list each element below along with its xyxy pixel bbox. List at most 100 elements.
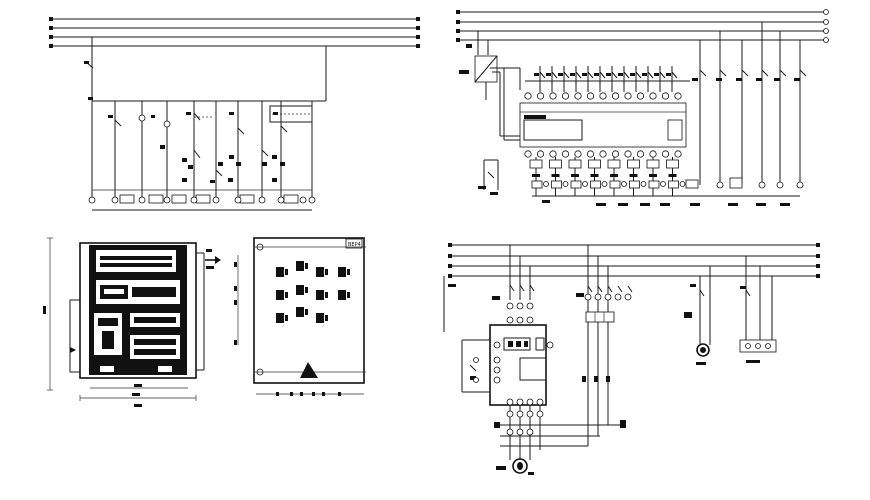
plc-output-terminal [661,150,670,158]
door-device-label [285,269,288,275]
plc-input-terminal [524,92,532,100]
control-branch-7 [258,101,269,204]
door-device [276,313,284,323]
door-device-label [305,287,308,293]
output-relay-coil [646,159,660,169]
vfd-unit [461,324,554,406]
warning-triangle-icon [300,362,318,378]
door-device-label [347,269,350,275]
door-device [296,261,304,271]
control-branch-2 [138,101,164,204]
output-relay-tag [571,174,579,177]
input-switch-tag [666,73,671,76]
arrow-right-icon [205,249,221,269]
input-switch-contact [575,71,582,79]
plc-output-terminal [636,150,645,158]
plc-input-terminal [574,92,582,100]
output-relay-contact [668,180,679,189]
din-rail-2 [96,280,180,304]
output-relay-coil [588,159,601,169]
input-switch-tag [582,73,587,76]
cabinet-door-view: BEP4 [234,237,366,396]
input-switch-tag [654,73,659,76]
plc-input-terminal [624,92,632,100]
output-relay-tag [629,174,638,177]
input-switch-tag [606,73,611,76]
input-switch-contact [671,71,678,79]
plc-output-terminal [611,150,620,158]
plc-output-terminal [674,150,682,158]
plc-input-terminal [611,92,620,100]
output-relay-contact [590,180,601,189]
input-switch-contact [659,71,666,79]
output-terminal [679,181,686,187]
input-switch-contact [551,71,558,79]
selector-switch [478,159,499,195]
plc-input-terminal [674,92,682,100]
output-relay-tag [668,174,677,177]
door-device [316,267,324,277]
control-branch-1 [88,101,312,204]
plc-output-branches [532,22,807,206]
output-relay-coil [627,159,640,169]
input-switch-tag [642,73,647,76]
output-relay-coil [549,159,562,169]
output-relay-tag [532,174,540,177]
plc-input-terminal [561,92,570,100]
output-relay-contact [531,180,543,189]
control-bus-bars [49,17,420,48]
input-switch-tag [594,73,599,76]
input-switch-contact [635,71,642,79]
input-switch-contact [611,71,618,79]
input-switch-contact [587,71,594,79]
plc-input-switches [534,66,678,92]
door-device-label [325,315,328,321]
input-switch-tag [618,73,623,76]
door-device [276,290,284,300]
plc-output-terminal [649,150,657,158]
input-switch-contact [647,71,654,79]
cabinet-front-view [43,237,221,407]
output-terminal [601,181,608,187]
input-switch-contact [599,71,606,79]
door-device-label [325,292,328,298]
output-terminal [621,181,627,187]
plc-input-terminal [636,92,645,100]
plc-output-relays [529,157,686,196]
control-branch-8 [269,101,316,204]
input-switch-contact [539,71,546,79]
plc-output-terminal [561,150,570,158]
indicator-branches [684,256,777,365]
output-relay-tag [590,174,599,177]
output-relay-tag [551,174,560,177]
motor-icon [512,458,528,474]
vfd-power-schematic [443,243,820,475]
plc-unit [519,102,687,148]
input-switch-tag [534,73,539,76]
plc-output-terminal [586,150,595,158]
door-device [296,307,304,317]
plc-bus-bars [456,9,829,43]
plc-output-terminal [599,150,607,158]
output-terminal [660,181,666,187]
output-terminal [582,181,588,187]
output-relay-contact [648,180,660,189]
plc-input-terminal [661,92,670,100]
door-device [338,290,346,300]
output-relay-coil [529,159,543,169]
plc-input-terminal [599,92,607,100]
plc-top-terminals [524,92,682,100]
output-terminal [562,181,569,187]
plc-output-terminal [574,150,582,158]
plc-output-terminal [624,150,632,158]
input-switch-contact [623,71,630,79]
control-branch-4 [182,101,214,204]
din-rail-3 [94,313,180,359]
output-relay-coil [666,159,679,169]
door-device-label [285,315,288,321]
input-switch-contact [563,71,570,79]
output-terminal [640,181,647,187]
door-device [276,267,284,277]
